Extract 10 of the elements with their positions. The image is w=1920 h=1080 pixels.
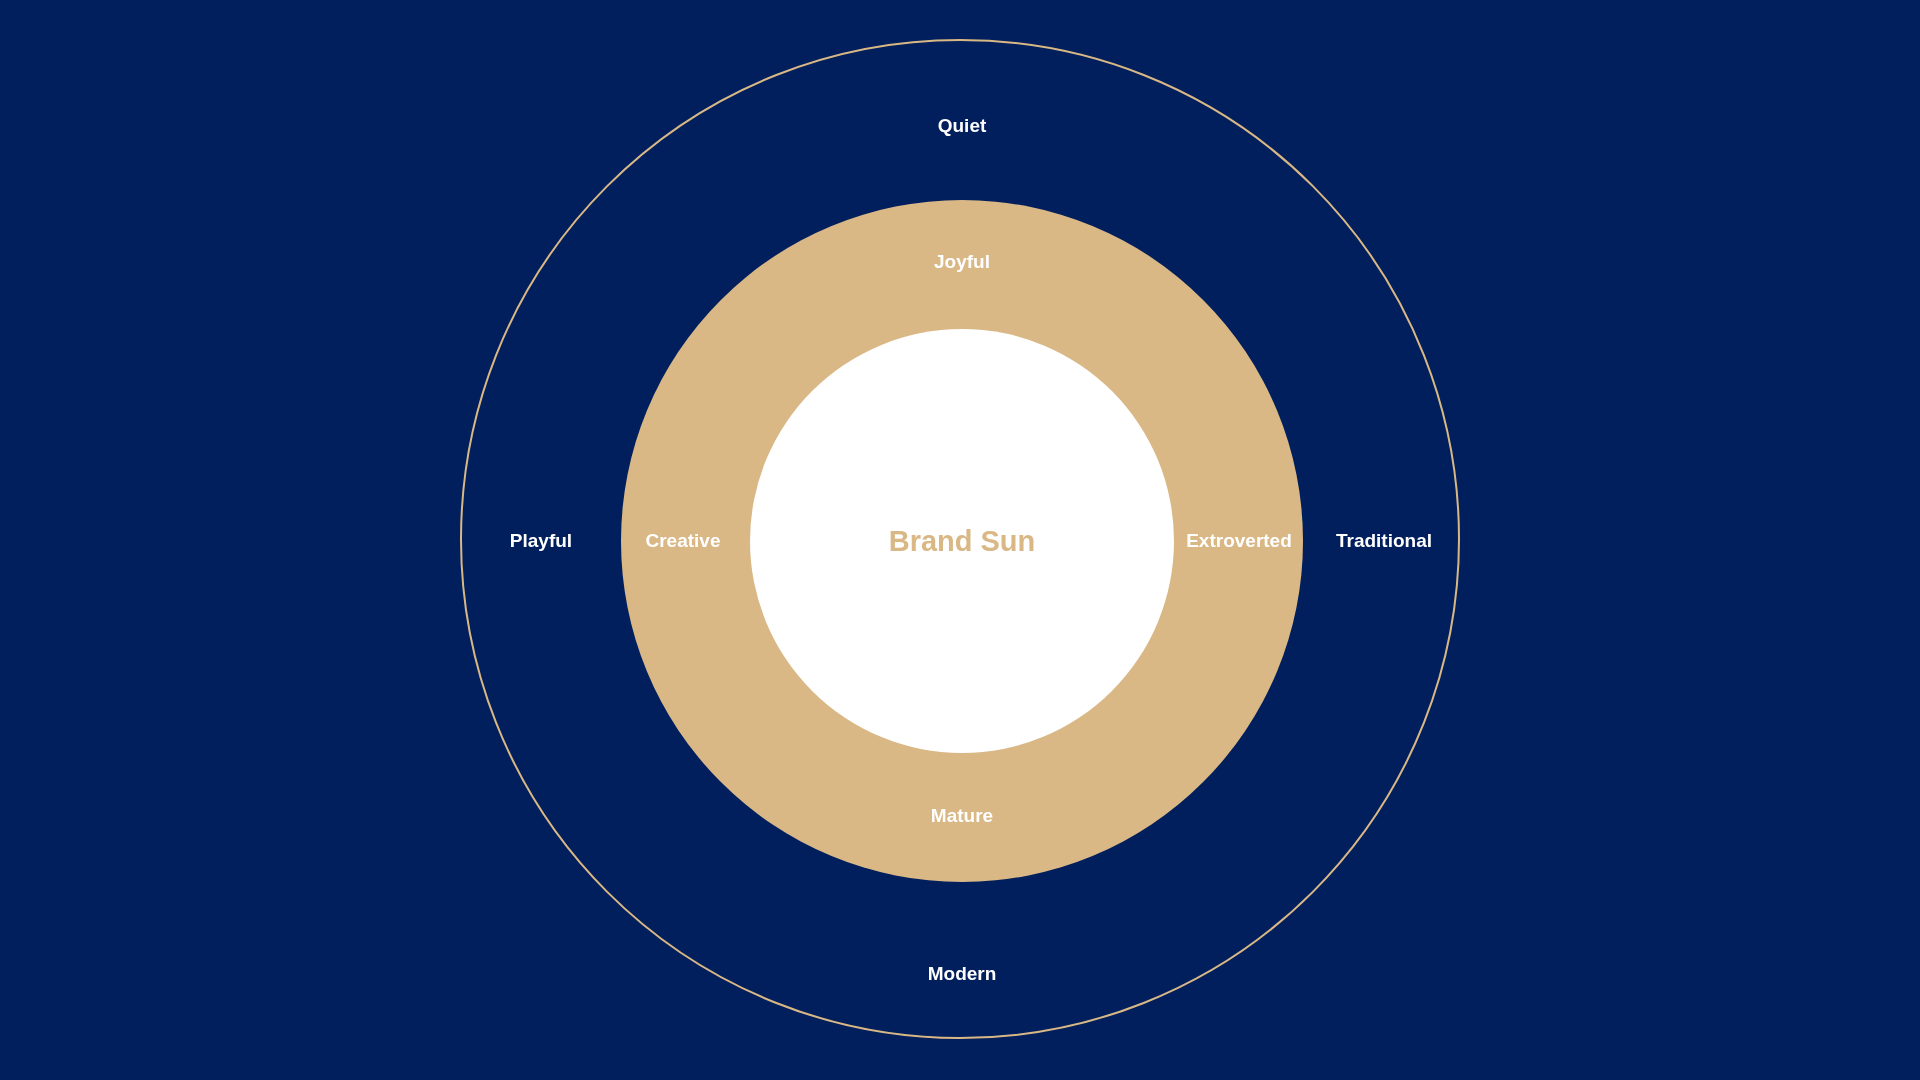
circle-label: Quiet	[937, 115, 987, 137]
circle-label: Joyful	[934, 251, 990, 273]
center-title: Brand Sun	[888, 524, 1036, 558]
circle-label: Creative	[645, 530, 721, 552]
circle-label: Traditional	[1335, 530, 1433, 552]
circle-label: Modern	[927, 963, 997, 985]
circle-label: Mature	[930, 805, 994, 827]
circle-label: Playful	[509, 530, 573, 552]
outer-circle	[460, 39, 1460, 1039]
circle-label: Extroverted	[1186, 530, 1292, 552]
